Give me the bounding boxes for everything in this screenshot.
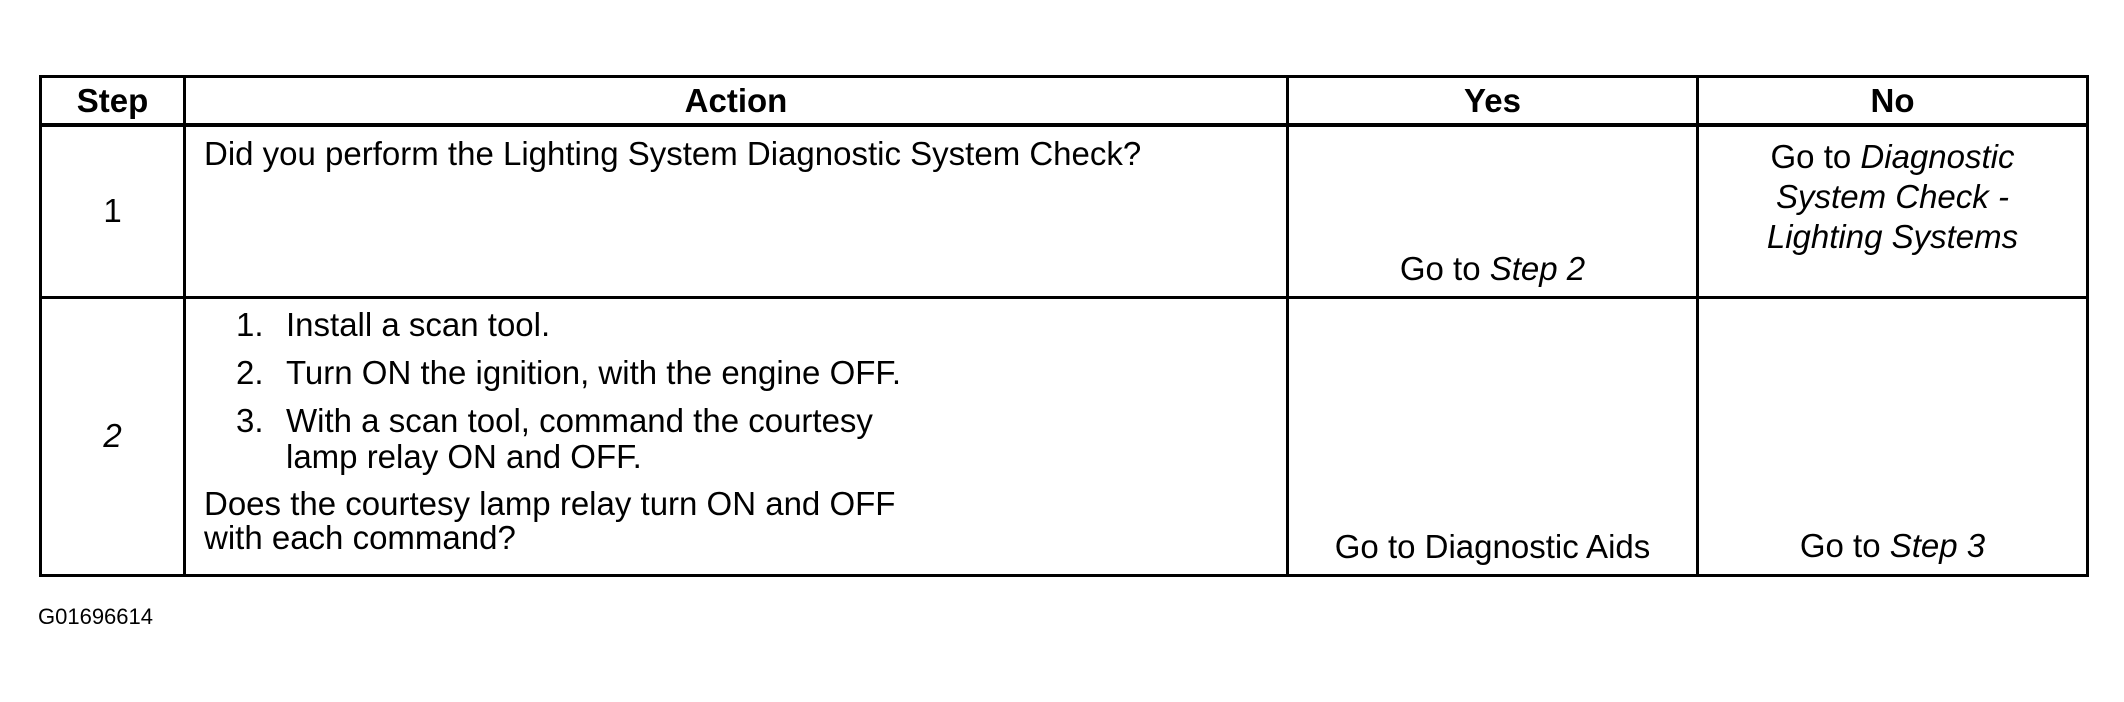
header-no: No — [1696, 75, 2089, 127]
header-yes: Yes — [1286, 75, 1699, 127]
list-item: 1. Install a scan tool. — [204, 305, 1286, 343]
table-row: 1 Did you perform the Lighting System Di… — [39, 123, 2089, 299]
header-step: Step — [39, 75, 186, 127]
yes-step-link[interactable]: Step 2 — [1489, 249, 1586, 287]
list-item-text: With a scan tool, command the courtesy l… — [286, 401, 873, 475]
list-item-number: 3. — [236, 401, 264, 439]
list-item-number: 2. — [236, 353, 264, 391]
header-action: Action — [183, 75, 1289, 127]
action-text: 1. Install a scan tool. 2. Turn ON the i… — [183, 295, 1289, 577]
list-item-text: Install a scan tool. — [286, 305, 551, 343]
action-steps-list: 1. Install a scan tool. 2. Turn ON the i… — [204, 305, 1286, 475]
step-number: 1 — [39, 123, 186, 299]
no-prefix: Go to — [1799, 526, 1890, 564]
action-question: Does the courtesy lamp relay turn ON and… — [204, 484, 896, 556]
header-row: Step Action Yes No — [39, 75, 2089, 127]
figure-id: G01696614 — [38, 604, 153, 629]
no-cell: Go to Diagnostic System Check - Lighting… — [1696, 123, 2089, 299]
yes-prefix: Go to — [1399, 249, 1490, 287]
no-link-line2[interactable]: System Check - — [1776, 178, 2009, 215]
table-row: 2 1. Install a scan tool. 2. Turn ON the… — [39, 295, 2089, 577]
yes-cell: Go to Diagnostic Aids — [1286, 295, 1699, 577]
list-item-text: Turn ON the ignition, with the engine OF… — [286, 353, 902, 391]
no-prefix: Go to — [1770, 138, 1861, 175]
no-link-line3[interactable]: Lighting Systems — [1766, 218, 2019, 255]
no-cell: Go to Step 3 — [1696, 295, 2089, 577]
list-item-number: 1. — [236, 305, 264, 343]
list-item: 2. Turn ON the ignition, with the engine… — [204, 353, 1286, 391]
action-question: Did you perform the Lighting System Diag… — [204, 135, 1142, 172]
yes-diagnostic-aids-link[interactable]: Go to Diagnostic Aids — [1334, 527, 1651, 565]
list-item: 3. With a scan tool, command the courtes… — [204, 401, 1286, 475]
no-step-link[interactable]: Step 3 — [1889, 526, 1986, 564]
no-link-line1[interactable]: Diagnostic — [1860, 138, 2015, 175]
yes-cell: Go to Step 2 — [1286, 123, 1699, 299]
diagnostic-table: Step Action Yes No 1 Did you perform the… — [39, 75, 2089, 577]
action-text: Did you perform the Lighting System Diag… — [183, 123, 1289, 299]
step-number: 2 — [39, 295, 186, 577]
